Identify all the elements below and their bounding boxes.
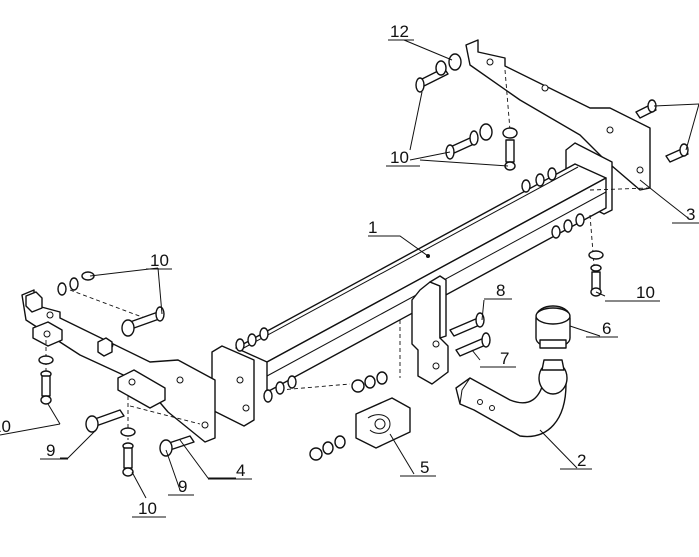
socket-plate	[355, 397, 411, 449]
right-side-bracket	[465, 39, 651, 191]
callout-4: 4	[236, 461, 245, 480]
callout-7: 7	[500, 349, 509, 368]
callout-9-left: 9	[46, 441, 55, 460]
callout-2: 2	[577, 451, 586, 470]
callout-labels: 1 2 3 4 5 6 7 8 9 9 10 10 10 10 10 12	[0, 22, 699, 518]
callout-8: 8	[496, 281, 505, 300]
left-lower-plates	[32, 321, 166, 409]
callout-12: 12	[390, 22, 409, 41]
callout-9-right: 9	[178, 477, 187, 496]
fasteners	[38, 53, 689, 477]
center-mount-bracket	[411, 275, 449, 385]
callout-10-left: 10	[0, 417, 11, 436]
callout-5: 5	[420, 458, 429, 477]
left-end-plate	[211, 345, 255, 427]
ball-cover	[535, 305, 571, 349]
callout-10-right: 10	[636, 283, 655, 302]
leader-lines	[47, 39, 699, 499]
callout-10-bottom: 10	[138, 499, 157, 518]
callout-6: 6	[602, 319, 611, 338]
callout-3: 3	[686, 205, 695, 224]
callout-10-upper-left: 10	[150, 251, 169, 270]
callout-1: 1	[368, 218, 377, 237]
ball-neck	[455, 359, 568, 438]
left-side-bracket	[21, 289, 216, 443]
callout-10-top: 10	[390, 148, 409, 167]
